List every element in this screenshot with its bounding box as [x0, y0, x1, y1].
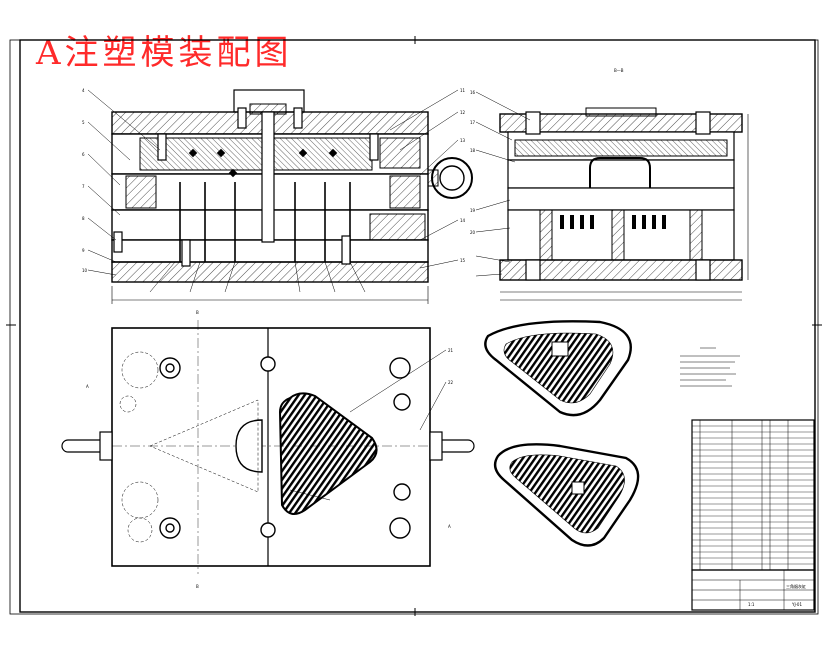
side-section-view: B—B [470, 68, 749, 301]
part-label: 22 [448, 380, 454, 385]
part-label: 17 [470, 120, 476, 125]
drawing-title: A注塑模装配图 [36, 33, 293, 73]
title-block-drawing-no: YJ-01 [791, 602, 802, 607]
part-label: 4 [82, 88, 85, 93]
part-label: 13 [460, 138, 466, 143]
part-label-column: 4 5 6 7 8 9 10 11 12 13 14 15 [82, 88, 466, 273]
part-label: 10 [82, 268, 88, 273]
part-label: 5 [82, 120, 85, 125]
section-mark-b: B [196, 310, 199, 315]
drawing-frame [6, 36, 822, 616]
part-label: 9 [82, 248, 85, 253]
title-block-scale: 1:1 [748, 602, 755, 607]
part-label: 14 [460, 218, 466, 223]
part-label: 16 [470, 90, 476, 95]
front-section-view: A—A [82, 88, 473, 304]
part-label: 7 [82, 184, 85, 189]
section-mark-b: B [196, 584, 199, 589]
part-label: 18 [470, 148, 476, 153]
section-label-side: B—B [614, 68, 624, 73]
part-label: 19 [470, 208, 476, 213]
parts-list-table [691, 419, 815, 571]
plan-view: 21 22 A A B B [61, 310, 475, 589]
part-isometric-views [484, 320, 640, 547]
part-label: 11 [460, 88, 466, 93]
part-label: 21 [448, 348, 454, 353]
part-label: 12 [460, 110, 466, 115]
part-label: 8 [82, 216, 85, 221]
title-block: 三角烟灰缸 YJ-01 1:1 [691, 569, 815, 611]
part-label: 15 [460, 258, 466, 263]
section-mark-a: A [448, 524, 451, 529]
part-label: 20 [470, 230, 476, 235]
section-mark-a: A [86, 384, 89, 389]
title-block-product: 三角烟灰缸 [786, 583, 806, 589]
technical-notes [680, 347, 740, 387]
part-label: 6 [82, 152, 85, 157]
